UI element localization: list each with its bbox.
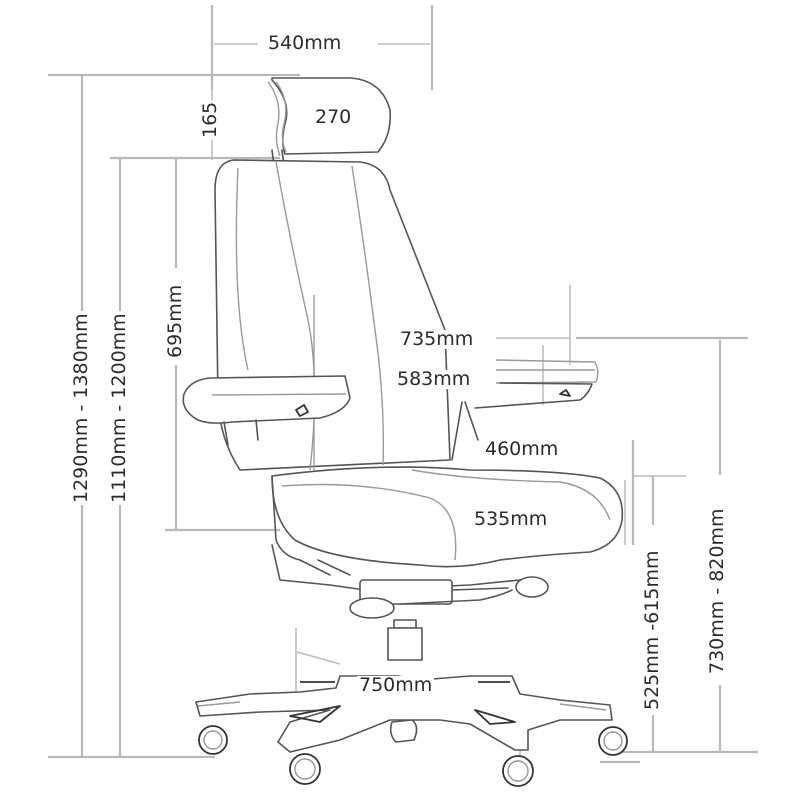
armrest-height-label: 730mm - 820mm (706, 506, 728, 676)
armrest-inner-width-label: 583mm (395, 368, 473, 390)
seat-height-label: 525mm -615mm (641, 548, 663, 712)
headrest-width-label: 270 (313, 106, 354, 128)
back-height-label: 1110mm - 1200mm (108, 311, 130, 505)
seat-depth-label: 460mm (483, 438, 561, 460)
armrest-outer-width-label: 735mm (398, 328, 476, 350)
headrest-height-label: 165 (199, 99, 221, 140)
dimension-lines (48, 5, 758, 764)
overall-width-label: 540mm (266, 32, 344, 54)
backrest-height-label: 695mm (164, 282, 186, 360)
base-diameter-label: 750mm (357, 674, 435, 696)
overall-height-label: 1290mm - 1380mm (70, 311, 92, 505)
chair-illustration (182, 77, 628, 787)
seat-width-label: 535mm (472, 508, 550, 530)
